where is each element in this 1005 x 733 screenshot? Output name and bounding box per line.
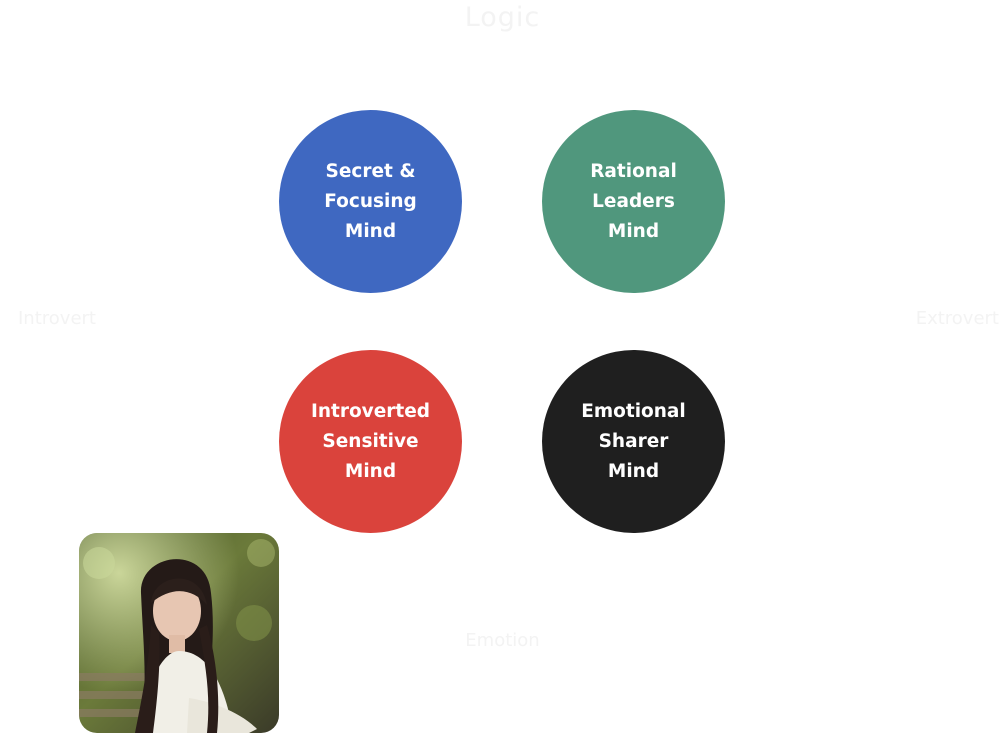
- portrait-photo: [79, 533, 279, 733]
- axis-label-bottom: Emotion: [465, 630, 540, 651]
- quadrant-label-secret-focusing: Secret & Focusing Mind: [324, 160, 417, 242]
- axis-label-right: Extrovert: [915, 308, 999, 329]
- quadrant-label-rational-leaders: Rational Leaders Mind: [590, 160, 677, 242]
- quadrant-rational-leaders: Rational Leaders Mind: [542, 110, 725, 293]
- quadrant-label-emotional-sharer: Emotional Sharer Mind: [581, 400, 686, 482]
- quadrant-introverted-sensitive: Introverted Sensitive Mind: [279, 350, 462, 533]
- axis-label-left: Introvert: [18, 308, 96, 329]
- quadrant-emotional-sharer: Emotional Sharer Mind: [542, 350, 725, 533]
- axis-label-top: Logic: [464, 2, 541, 33]
- quadrant-secret-focusing: Secret & Focusing Mind: [279, 110, 462, 293]
- quadrant-label-introverted-sensitive: Introverted Sensitive Mind: [310, 400, 431, 482]
- woman-portrait-icon: [79, 533, 279, 733]
